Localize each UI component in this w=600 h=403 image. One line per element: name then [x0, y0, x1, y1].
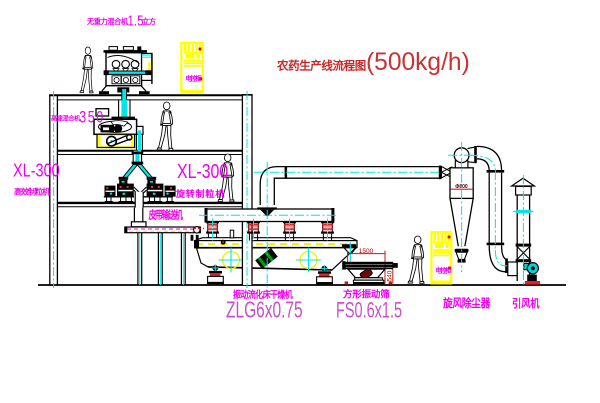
- svg-text:旋风除尘器: 旋风除尘器: [442, 296, 491, 310]
- svg-text:电控柜: 电控柜: [436, 266, 453, 275]
- svg-text:引风机: 引风机: [512, 296, 540, 310]
- svg-text:XL-300: XL-300: [13, 160, 60, 181]
- svg-text:立方: 立方: [142, 17, 156, 26]
- svg-text:540: 540: [387, 270, 394, 281]
- svg-text:无重力混合机: 无重力混合机: [86, 17, 129, 26]
- svg-text:振动流化床干燥机: 振动流化床干燥机: [233, 288, 293, 300]
- svg-text:电控柜: 电控柜: [186, 74, 203, 83]
- svg-text:1.5: 1.5: [128, 12, 144, 29]
- svg-text:XL-300: XL-300: [177, 160, 228, 182]
- svg-text:高效制粒机: 高效制粒机: [14, 187, 50, 197]
- svg-text:皮带输送机: 皮带输送机: [148, 208, 184, 222]
- svg-text:350: 350: [79, 109, 105, 127]
- svg-text:农药生产线流程图: 农药生产线流程图: [276, 59, 366, 73]
- svg-text:高速混合机: 高速混合机: [51, 115, 81, 123]
- svg-text:(500kg/h): (500kg/h): [366, 48, 470, 76]
- svg-text:ZLG6x0.75: ZLG6x0.75: [226, 297, 303, 323]
- svg-text:方形振动筛: 方形振动筛: [343, 289, 390, 301]
- svg-text:FS0.6x1.5: FS0.6x1.5: [336, 297, 402, 322]
- svg-text:旋转制粒机: 旋转制粒机: [175, 188, 225, 199]
- svg-text:1500: 1500: [359, 248, 374, 255]
